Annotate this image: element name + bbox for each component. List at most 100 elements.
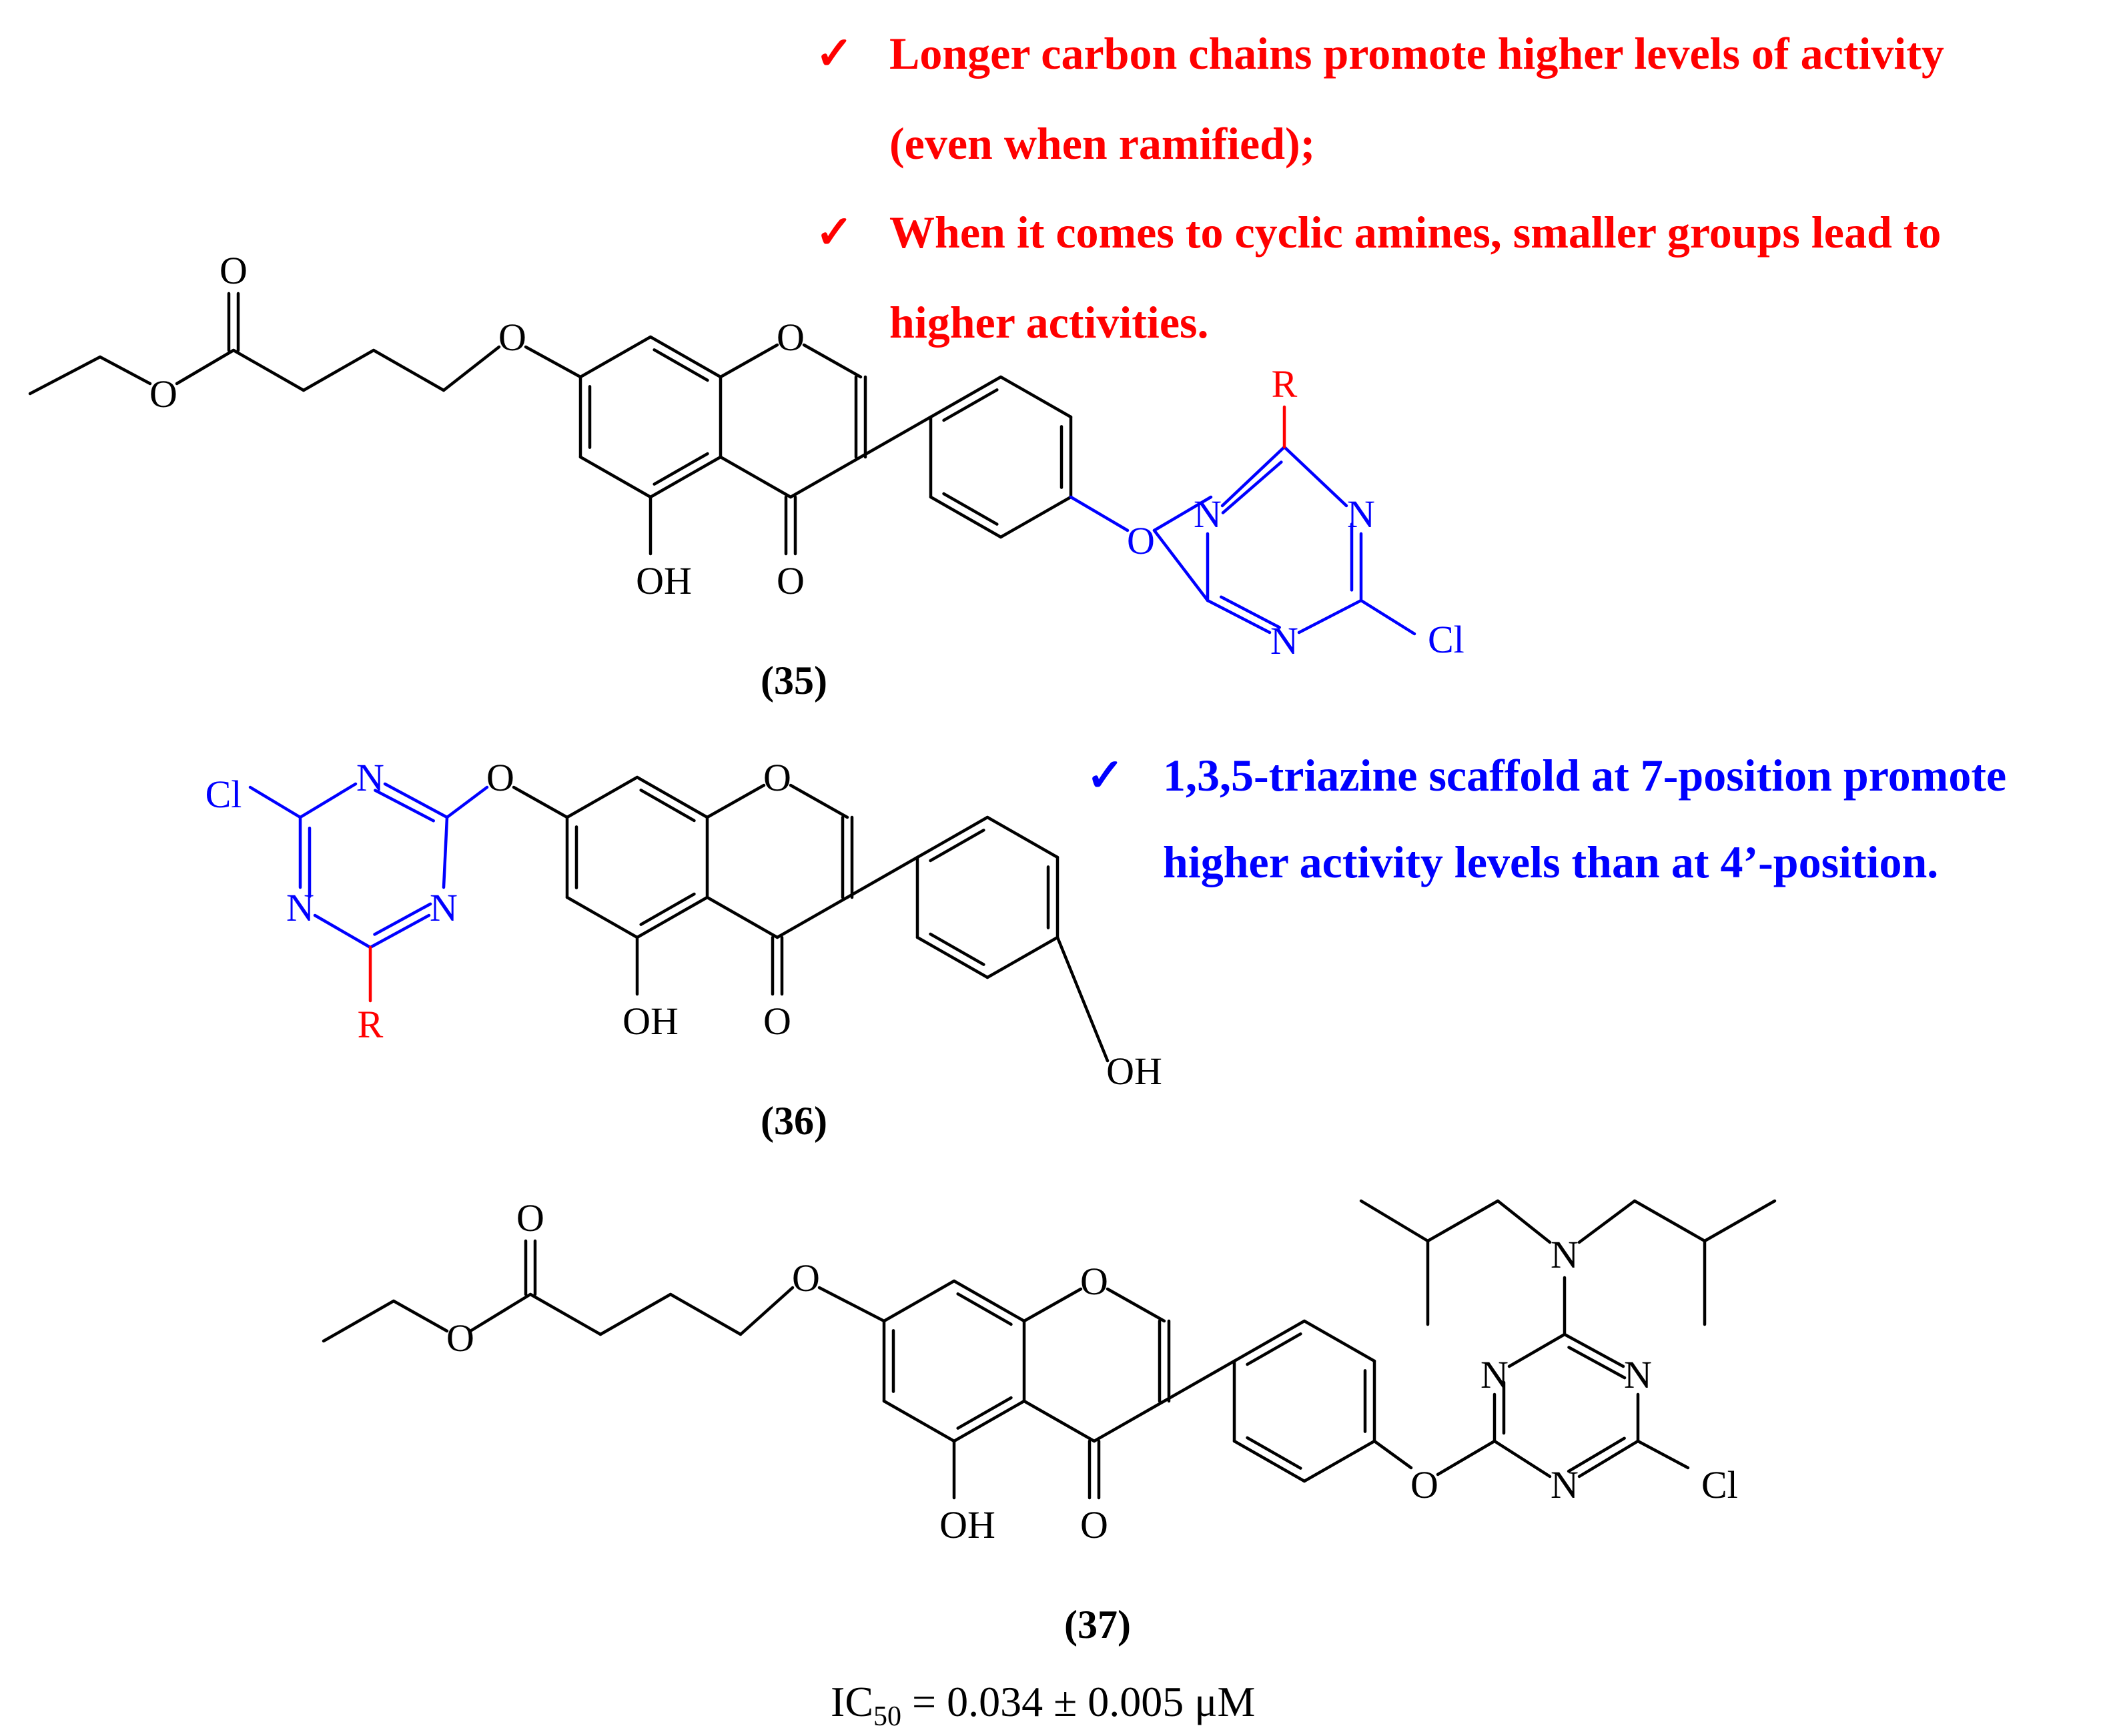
bond	[942, 388, 999, 422]
bond	[1246, 1436, 1302, 1470]
bond	[649, 455, 723, 499]
bond	[232, 348, 306, 392]
bond	[1302, 1319, 1376, 1363]
bond	[373, 902, 432, 936]
oxygen-atom-label: O	[792, 1256, 820, 1300]
bond	[985, 935, 1059, 979]
oxygen-atom-label: O	[498, 316, 526, 359]
compound-35-label: (35)	[761, 659, 827, 703]
bond	[98, 355, 152, 386]
oxygen-atom-label: O	[763, 999, 791, 1043]
bond	[999, 495, 1073, 539]
bond	[639, 892, 696, 926]
bond	[374, 789, 435, 823]
bond	[719, 343, 779, 379]
hydroxyl-atom-label: OH	[1106, 1049, 1162, 1093]
bond	[1703, 1199, 1777, 1243]
bond	[952, 1399, 1026, 1443]
bond	[1507, 1332, 1567, 1368]
oxygen-atom-label: O	[516, 1196, 544, 1240]
oxygen-atom-label: O	[149, 372, 177, 416]
bond	[1359, 1199, 1430, 1243]
bond	[372, 348, 446, 392]
bond	[1567, 1346, 1627, 1380]
bond	[929, 375, 1003, 419]
bond	[802, 343, 863, 379]
oxygen-atom-label: O	[763, 756, 791, 799]
bond	[1567, 1436, 1626, 1473]
bond	[952, 1279, 1026, 1323]
nitrogen-atom-label: N	[1624, 1353, 1652, 1396]
bond	[915, 935, 989, 979]
chlorine-atom-label: Cl	[205, 773, 242, 816]
bond	[1297, 598, 1363, 634]
bond	[1232, 1319, 1306, 1363]
annotation-red-1: ✓ Longer carbon chains promote higher le…	[815, 28, 1944, 169]
bond	[1372, 1439, 1413, 1470]
bond	[1162, 1359, 1236, 1403]
bond	[985, 815, 1059, 859]
bond	[368, 913, 431, 949]
oxygen-atom-label: O	[1080, 1260, 1108, 1303]
bond	[1282, 445, 1348, 508]
bond	[705, 783, 766, 819]
annotation-red-2-line-1: When it comes to cyclic amines, smaller …	[889, 207, 1941, 258]
hydroxyl-atom-label: OH	[622, 999, 679, 1043]
bond	[392, 1299, 449, 1333]
bond	[739, 1286, 795, 1336]
checkmark-icon: ✓	[815, 207, 853, 258]
bond	[929, 932, 985, 966]
bond	[578, 335, 653, 379]
annotation-red-2-line-2: higher activities.	[889, 297, 1208, 348]
annotation-blue-1-line-2: higher activity levels than at 4’-positi…	[1163, 837, 1938, 887]
bond	[28, 355, 102, 396]
bond	[775, 895, 849, 939]
bond	[1220, 595, 1281, 629]
chlorine-atom-label: Cl	[1428, 618, 1464, 661]
bond	[649, 335, 723, 379]
bond	[1302, 1439, 1376, 1483]
nitrogen-atom-label: N	[1347, 492, 1375, 536]
bond	[1152, 495, 1213, 532]
bond	[442, 815, 449, 889]
hydroxyl-atom-label: OH	[636, 559, 692, 602]
bond	[635, 895, 709, 939]
oxygen-atom-label: O	[446, 1316, 474, 1360]
bond	[915, 815, 989, 859]
bond	[442, 345, 501, 392]
bond	[598, 1292, 673, 1336]
r-group-atom-label: R	[358, 1003, 384, 1046]
r-group-atom-label: R	[1272, 362, 1298, 406]
bond	[175, 348, 236, 386]
oxygen-atom-label: O	[1127, 519, 1155, 562]
compound-36-label: (36)	[761, 1099, 827, 1143]
bond	[383, 782, 449, 819]
ic50-value: IC50 = 0.034 ± 0.005 μM	[831, 1678, 1255, 1732]
bond	[1577, 1439, 1640, 1478]
bond	[653, 452, 709, 486]
nitrogen-atom-label: N	[1270, 619, 1298, 663]
oxygen-atom-label: O	[1410, 1463, 1438, 1506]
bond	[929, 495, 1003, 539]
bond	[1152, 528, 1210, 602]
bond	[1221, 460, 1283, 514]
bond	[1220, 445, 1286, 508]
bond	[1493, 1439, 1552, 1478]
nitrogen-atom-label: N	[286, 886, 314, 929]
checkmark-icon: ✓	[815, 28, 853, 79]
checkmark-icon: ✓	[1086, 750, 1124, 801]
oxygen-atom-label: O	[486, 756, 514, 799]
bond	[1022, 1399, 1096, 1443]
bond	[524, 345, 582, 379]
bond	[445, 785, 489, 819]
bond	[942, 492, 999, 526]
bond	[789, 455, 863, 499]
bond	[1022, 1287, 1083, 1323]
annotation-blue-1-line-1: 1,3,5-triazine scaffold at 7-position pr…	[1163, 750, 2006, 801]
bond	[248, 785, 302, 819]
bond	[635, 775, 709, 819]
oxygen-atom-label: O	[1080, 1503, 1108, 1547]
bond	[1633, 1199, 1707, 1243]
bond	[322, 1299, 396, 1343]
